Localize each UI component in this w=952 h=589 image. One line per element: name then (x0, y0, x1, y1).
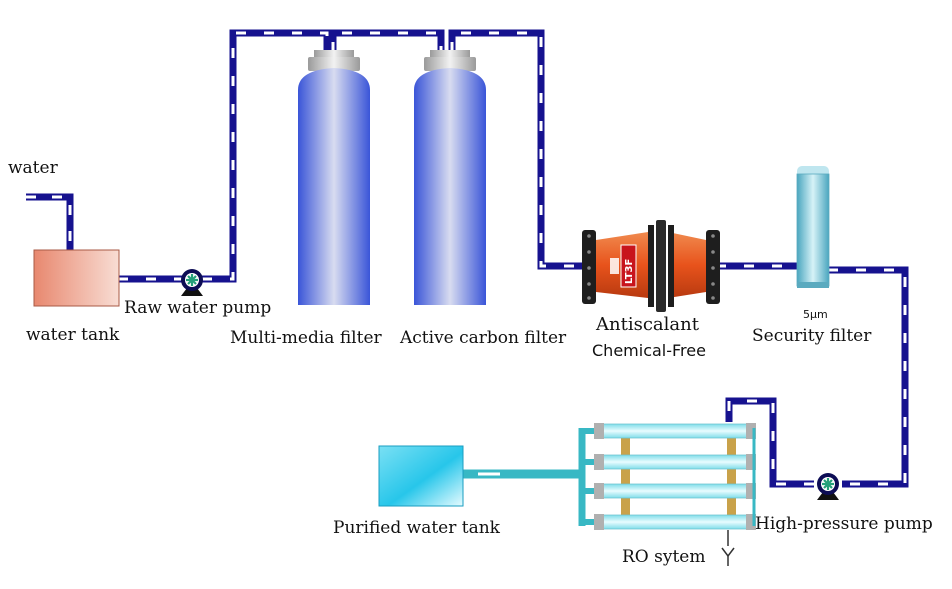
pipe-tank-to-mmf (118, 29, 331, 283)
label-raw-water-pump: Raw water pump (124, 298, 272, 318)
label-water-tank: water tank (26, 325, 120, 345)
device-badge-text: LT3F (624, 259, 635, 284)
pipe-inlet (26, 193, 74, 250)
ro-membrane-tube (594, 514, 756, 530)
label-ro-system: RO sytem (622, 547, 706, 567)
antiscalant-unit: LT3F (582, 220, 720, 312)
label-chemical-free: Chemical-Free (592, 341, 706, 360)
pipe-hp-pump-to-ro (725, 397, 814, 488)
label-purified-water-tank: Purified water tank (333, 518, 500, 538)
label-water: water (8, 158, 58, 178)
label-multi-media-filter: Multi-media filter (230, 328, 382, 348)
ro-membrane-tube (594, 423, 756, 439)
label-active-carbon-filter: Active carbon filter (400, 328, 567, 348)
ro-system-rack (594, 423, 756, 566)
raw-water-piping (26, 29, 909, 488)
ro-membrane-tube (594, 483, 756, 499)
active-carbon-filter-vessel (414, 50, 486, 305)
multi-media-filter-vessel (298, 50, 370, 305)
pipe-carbon-to-antiscalant (448, 29, 582, 270)
purified-water-tank (378, 445, 464, 507)
label-antiscalant: Antiscalant (596, 314, 699, 335)
security-filter-cartridge (796, 166, 830, 288)
label-security-filter: Security filter (752, 326, 872, 346)
pipe-security-to-hp-pump (828, 266, 909, 488)
pipe-mmf-to-carbon (329, 29, 445, 52)
device-badge (620, 244, 637, 288)
water-tank (33, 249, 120, 307)
label-high-pressure-pump: High-pressure pump (755, 514, 933, 534)
high-pressure-pump-icon (817, 473, 839, 500)
raw-water-pump-icon (181, 269, 203, 296)
ro-membrane-tube (594, 454, 756, 470)
label-filter-rating: 5μm (803, 308, 828, 321)
product-water-piping (463, 428, 606, 526)
concentrate-drain-icon (721, 530, 735, 566)
